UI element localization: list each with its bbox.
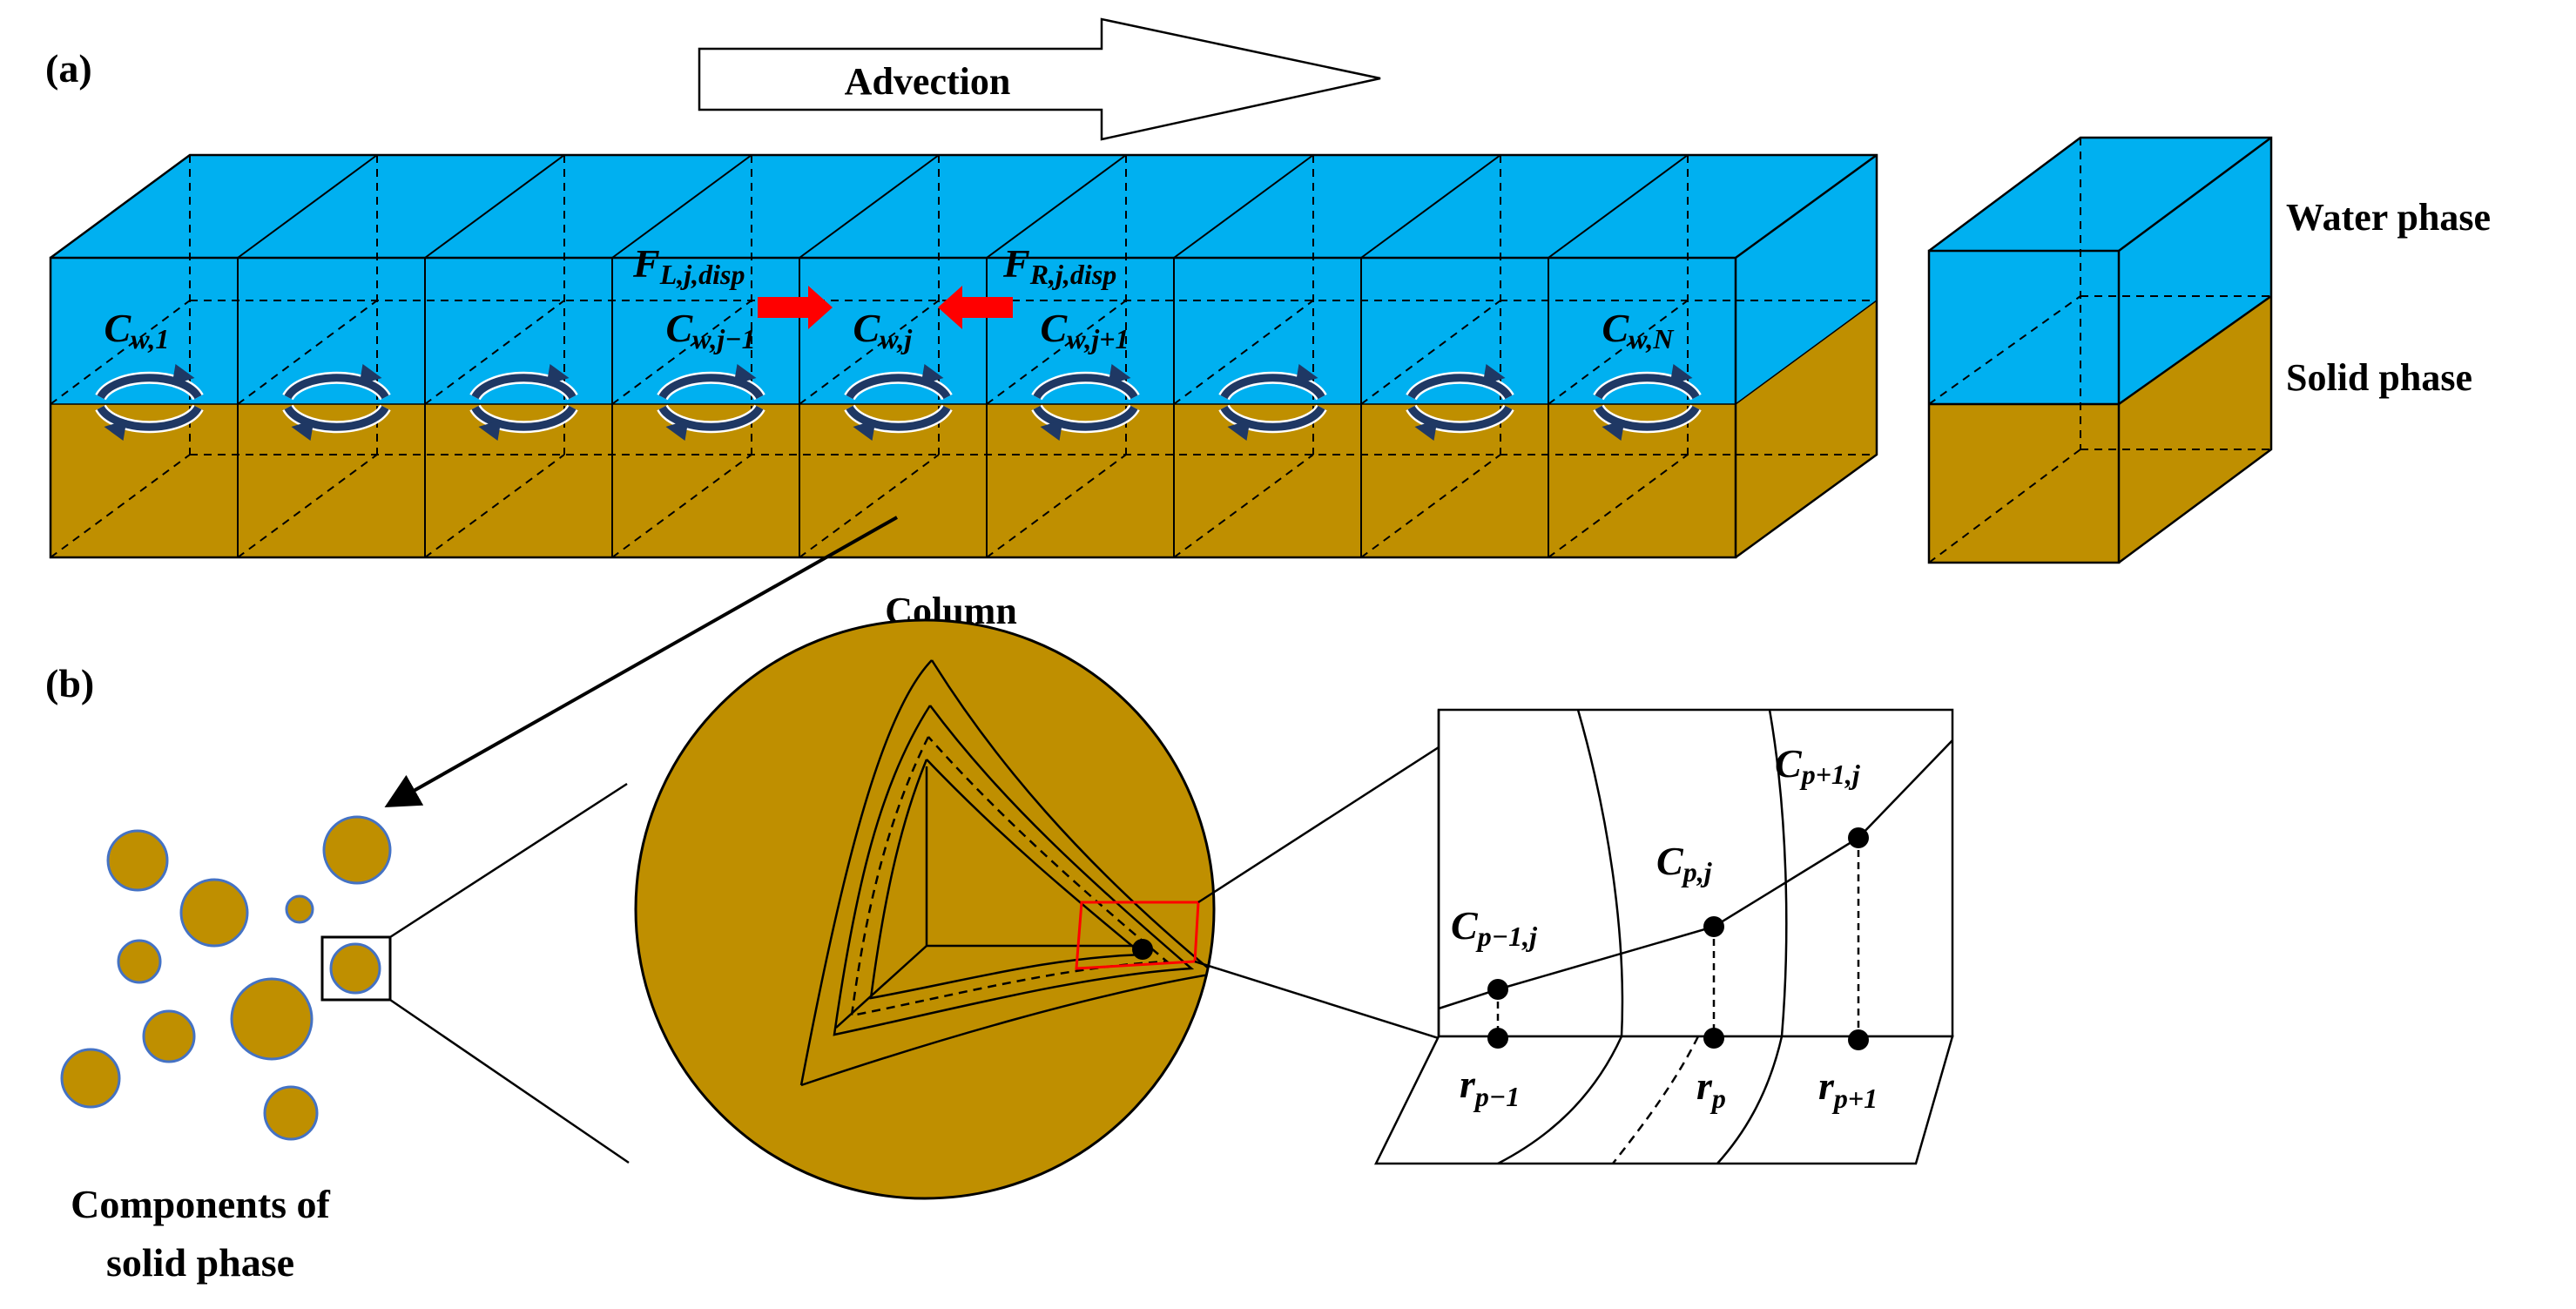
- mixing-icon: [1218, 364, 1327, 441]
- zoom-line-upper: [389, 782, 628, 939]
- zoom-line-lower: [389, 998, 630, 1164]
- cell-divider-hidden: [1360, 454, 1501, 558]
- mixing-icon: [95, 364, 204, 441]
- cell-divider-hidden: [1360, 300, 1501, 405]
- particle: [329, 942, 381, 995]
- cell-divider-top: [237, 154, 378, 259]
- shell-node-labels: Cp−1,j rp−1 Cp,j rp Cp+1,j rp+1: [1451, 741, 1878, 1114]
- cell-divider-hidden: [986, 454, 1127, 558]
- particle: [230, 977, 314, 1061]
- cell-divider-top: [799, 154, 940, 259]
- shell-radius-label: rp: [1696, 1063, 1726, 1114]
- cell-divider-top: [1548, 154, 1689, 259]
- cell-divider-hidden: [424, 300, 565, 405]
- cell-concentration-label: Cw,1: [105, 306, 170, 354]
- shell-concentration-label: Cp,j: [1656, 839, 1712, 887]
- phase-legend-cube: [1927, 136, 2273, 564]
- zoom-line-sphere-upper: [1197, 746, 1440, 904]
- cell-divider-top: [1360, 154, 1501, 259]
- mixing-icon: [657, 364, 765, 441]
- cell-dividers: [237, 154, 1689, 558]
- panel-label-a: (a): [45, 46, 92, 91]
- concentration-node: [1487, 979, 1508, 1000]
- mixing-icon: [282, 364, 391, 441]
- particle: [263, 1085, 319, 1141]
- cell-divider-hidden: [611, 300, 752, 405]
- shell-nodes: [1487, 827, 1869, 1050]
- cell-divider-hidden: [986, 300, 1127, 405]
- water-phase-label: Water phase: [2286, 196, 2491, 239]
- particle: [322, 815, 392, 885]
- shell-concentration-label: Cp−1,j: [1451, 903, 1537, 952]
- particle: [142, 1009, 196, 1063]
- cell-concentration-label: Cw,j+1: [1041, 306, 1130, 354]
- radius-node: [1848, 1029, 1869, 1050]
- cell-divider-top: [424, 154, 565, 259]
- cell-divider-top: [986, 154, 1127, 259]
- cell-concentration-label: Cw,j−1: [666, 306, 756, 354]
- particle: [179, 878, 249, 948]
- cell-divider-hidden: [1548, 454, 1689, 558]
- shell-radius-label: rp−1: [1460, 1062, 1520, 1112]
- particle: [285, 894, 314, 924]
- panel-label-b: (b): [45, 661, 94, 705]
- zoom-line-sphere-lower: [1194, 960, 1440, 1040]
- cell-concentration-label: Cw,j: [853, 306, 913, 354]
- shell-radius-label: rp+1: [1818, 1063, 1878, 1114]
- mixing-icon: [1593, 364, 1702, 441]
- cell-divider-hidden: [237, 454, 378, 558]
- shell-concentration-label: Cp+1,j: [1775, 741, 1860, 790]
- mixing-icon: [1031, 364, 1140, 441]
- cell-divider-hidden: [1173, 454, 1314, 558]
- particle: [106, 829, 169, 892]
- concentration-node: [1848, 827, 1869, 848]
- advection-arrow-icon: [698, 17, 1381, 141]
- cell-divider-hidden: [237, 300, 378, 405]
- cell-divider-hidden: [424, 454, 565, 558]
- cell-divider-hidden: [611, 454, 752, 558]
- radius-node: [1703, 1028, 1724, 1049]
- concentration-node: [1703, 916, 1724, 937]
- cell-divider-top: [1173, 154, 1314, 259]
- flux-right-label: FR,j,disp: [1002, 241, 1116, 290]
- flux-arrow-right-icon: [938, 286, 1013, 329]
- radius-node: [1487, 1028, 1508, 1049]
- particle: [117, 939, 162, 984]
- particle-selection-box: [320, 935, 392, 1002]
- flux-arrow-left-icon: [758, 286, 833, 329]
- flux-left-label: FL,j,disp: [632, 241, 745, 290]
- zoom-pointer-arrow: [384, 516, 898, 807]
- particle-sphere-cutaway: [634, 618, 1216, 1200]
- mixing-icon: [1406, 364, 1514, 441]
- components-label-line2: solid phase: [106, 1240, 294, 1285]
- components-label-line1: Components of: [71, 1182, 330, 1226]
- particle: [60, 1048, 121, 1109]
- mixing-icon: [469, 364, 578, 441]
- shell-boundary-dashed-lower: [1612, 1036, 1700, 1164]
- cell-concentration-label: Cw,N: [1602, 306, 1676, 354]
- mixing-icon: [844, 364, 953, 441]
- cell-divider-hidden: [799, 454, 940, 558]
- solid-particles: [60, 815, 392, 1141]
- column-block: [49, 153, 1878, 559]
- cell-divider-hidden: [1173, 300, 1314, 405]
- selected-node-dot: [1132, 939, 1153, 960]
- cell-concentrations: Cw,1 Cw,j−1 Cw,j Cw,j+1 Cw,N: [105, 306, 1676, 354]
- mixing-arrows: [95, 364, 1702, 441]
- advection-label: Advection: [845, 60, 1011, 103]
- cell-divider-hidden: [1548, 300, 1689, 405]
- cell-divider-top: [611, 154, 752, 259]
- solid-phase-label: Solid phase: [2286, 356, 2472, 399]
- cell-divider-hidden: [799, 300, 940, 405]
